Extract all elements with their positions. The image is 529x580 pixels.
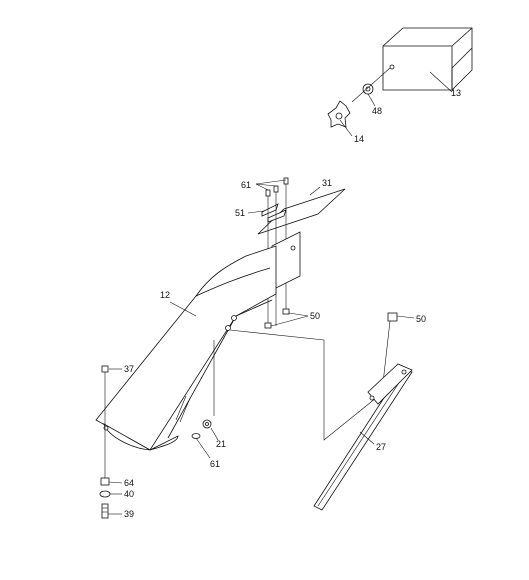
callout-61-top: 61: [241, 180, 251, 190]
callout-37: 37: [124, 364, 134, 374]
callout-13: 13: [451, 88, 461, 98]
part-37-nut: [101, 365, 109, 373]
part-40-washer: [99, 490, 111, 498]
part-50-nuts: [264, 308, 290, 329]
part-48-washer: [362, 83, 374, 95]
part-14-knob: [327, 100, 351, 128]
part-39-bolt: [101, 503, 109, 519]
callout-61-lower: 61: [210, 459, 220, 469]
callout-50-bracket: 50: [310, 311, 320, 321]
callout-21: 21: [216, 439, 226, 449]
callout-27: 27: [376, 442, 386, 452]
part-61-bolts-top: [265, 177, 289, 197]
callout-48: 48: [372, 106, 382, 116]
part-64-nut: [100, 477, 110, 486]
part-27-rail: [313, 363, 413, 511]
part-21-washer: [202, 419, 212, 429]
callout-64: 64: [124, 478, 134, 488]
callout-39: 39: [124, 509, 134, 519]
callout-14: 14: [354, 134, 364, 144]
part-13-box: [382, 27, 473, 91]
part-12-chute: [95, 245, 277, 451]
callout-12: 12: [160, 290, 170, 300]
callout-40: 40: [124, 489, 134, 499]
part-61-bolt-lower: [191, 433, 201, 439]
callout-50-right: 50: [416, 314, 426, 324]
callout-31: 31: [322, 178, 332, 188]
part-50-nut-right: [387, 312, 398, 322]
callout-51: 51: [235, 208, 245, 218]
